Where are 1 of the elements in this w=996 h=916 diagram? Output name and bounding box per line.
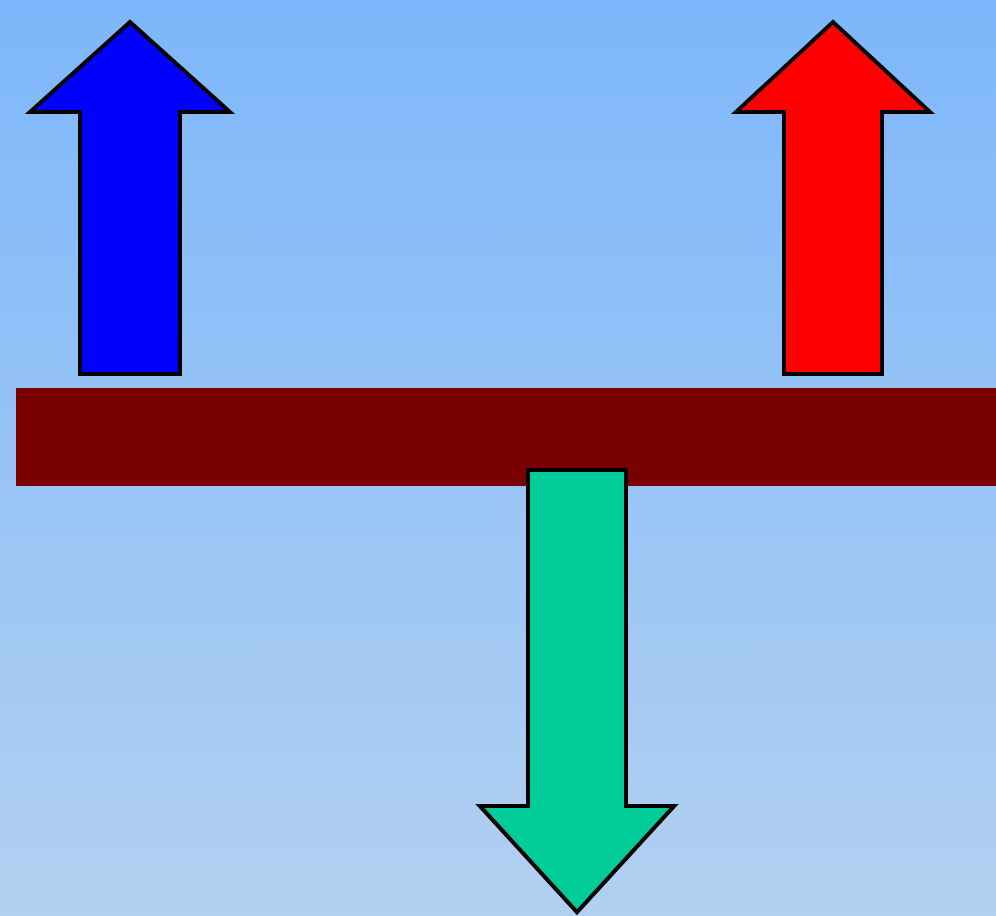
beam-bar: [16, 388, 996, 486]
